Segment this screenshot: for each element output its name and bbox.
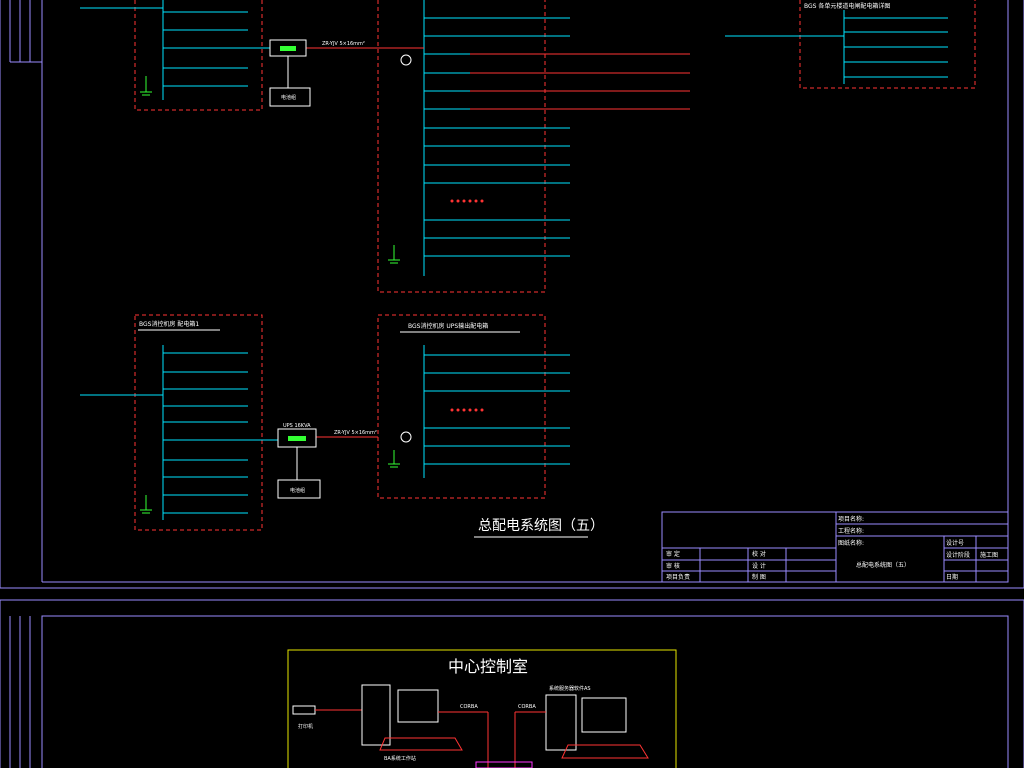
panel-top-right — [799, 0, 976, 89]
title-row-project: 项目名称: — [838, 515, 864, 523]
net-label-1: CORBA — [460, 704, 478, 710]
panel-top-left — [134, 0, 263, 111]
sign-label-5: 设 计 — [752, 562, 766, 570]
drawing-frame-1 — [0, 0, 1024, 589]
panel-a — [134, 314, 263, 531]
panel-c-title: BGS 各单元楼道电闸配电箱详图 — [804, 2, 890, 10]
printer-icon — [292, 705, 316, 715]
workstation-label: BA系统工作站 — [384, 755, 416, 762]
title-row-drawing: 图纸名称: — [838, 539, 864, 547]
network-switch-icon — [475, 761, 533, 768]
net-label-2: CORBA — [518, 704, 536, 710]
panel-b-title: BGS消控机房 UPS输出配电箱 — [408, 322, 488, 330]
battery-box-top — [269, 87, 311, 107]
server-keyboard-icon — [561, 744, 649, 759]
title-stage-value: 施工图 — [980, 551, 998, 559]
sign-label-6: 制 图 — [752, 573, 766, 581]
drawing-frame-2 — [0, 599, 1024, 768]
sign-label-1: 审 定 — [666, 550, 680, 558]
server-label: 系统服务器软件AS — [549, 685, 591, 692]
ups-label: UPS 16KVA — [283, 423, 311, 429]
battery-label-top: 电池组 — [281, 94, 296, 101]
title-drawing-name: 总配电系统图（五） — [856, 561, 910, 569]
workstation-tower-icon — [361, 684, 391, 746]
workstation-monitor-icon — [397, 689, 439, 723]
workstation-keyboard-icon — [379, 737, 463, 751]
control-room-title: 中心控制室 — [448, 657, 528, 676]
title-block — [661, 511, 1009, 583]
server-tower-icon — [545, 694, 577, 751]
cable-label-top: ZR-YJV 5×16mm² — [322, 41, 365, 47]
sign-label-3: 项目负责 — [666, 573, 690, 581]
battery-label: 电池组 — [290, 487, 305, 494]
title-row-engineering: 工程名称: — [838, 527, 864, 535]
title-date-label: 日期 — [946, 573, 958, 581]
ups-indicator — [288, 436, 306, 441]
drawing-title: 总配电系统图（五） — [478, 518, 604, 534]
battery-box — [277, 479, 321, 499]
cable-label: ZR-YJV 5×16mm² — [334, 430, 377, 436]
printer-label: 打印机 — [298, 723, 313, 730]
title-stage-label: 设计阶段 — [946, 551, 970, 559]
server-monitor-icon — [581, 697, 627, 733]
sign-label-2: 审 核 — [666, 562, 680, 570]
panel-a-title: BGS消控机房 配电箱1 — [139, 320, 199, 328]
title-designer-label: 设计号 — [946, 539, 964, 547]
panel-b — [377, 314, 546, 499]
sign-label-4: 校 对 — [752, 550, 766, 558]
control-room-box — [287, 649, 677, 768]
ups-indicator-top — [280, 46, 296, 51]
